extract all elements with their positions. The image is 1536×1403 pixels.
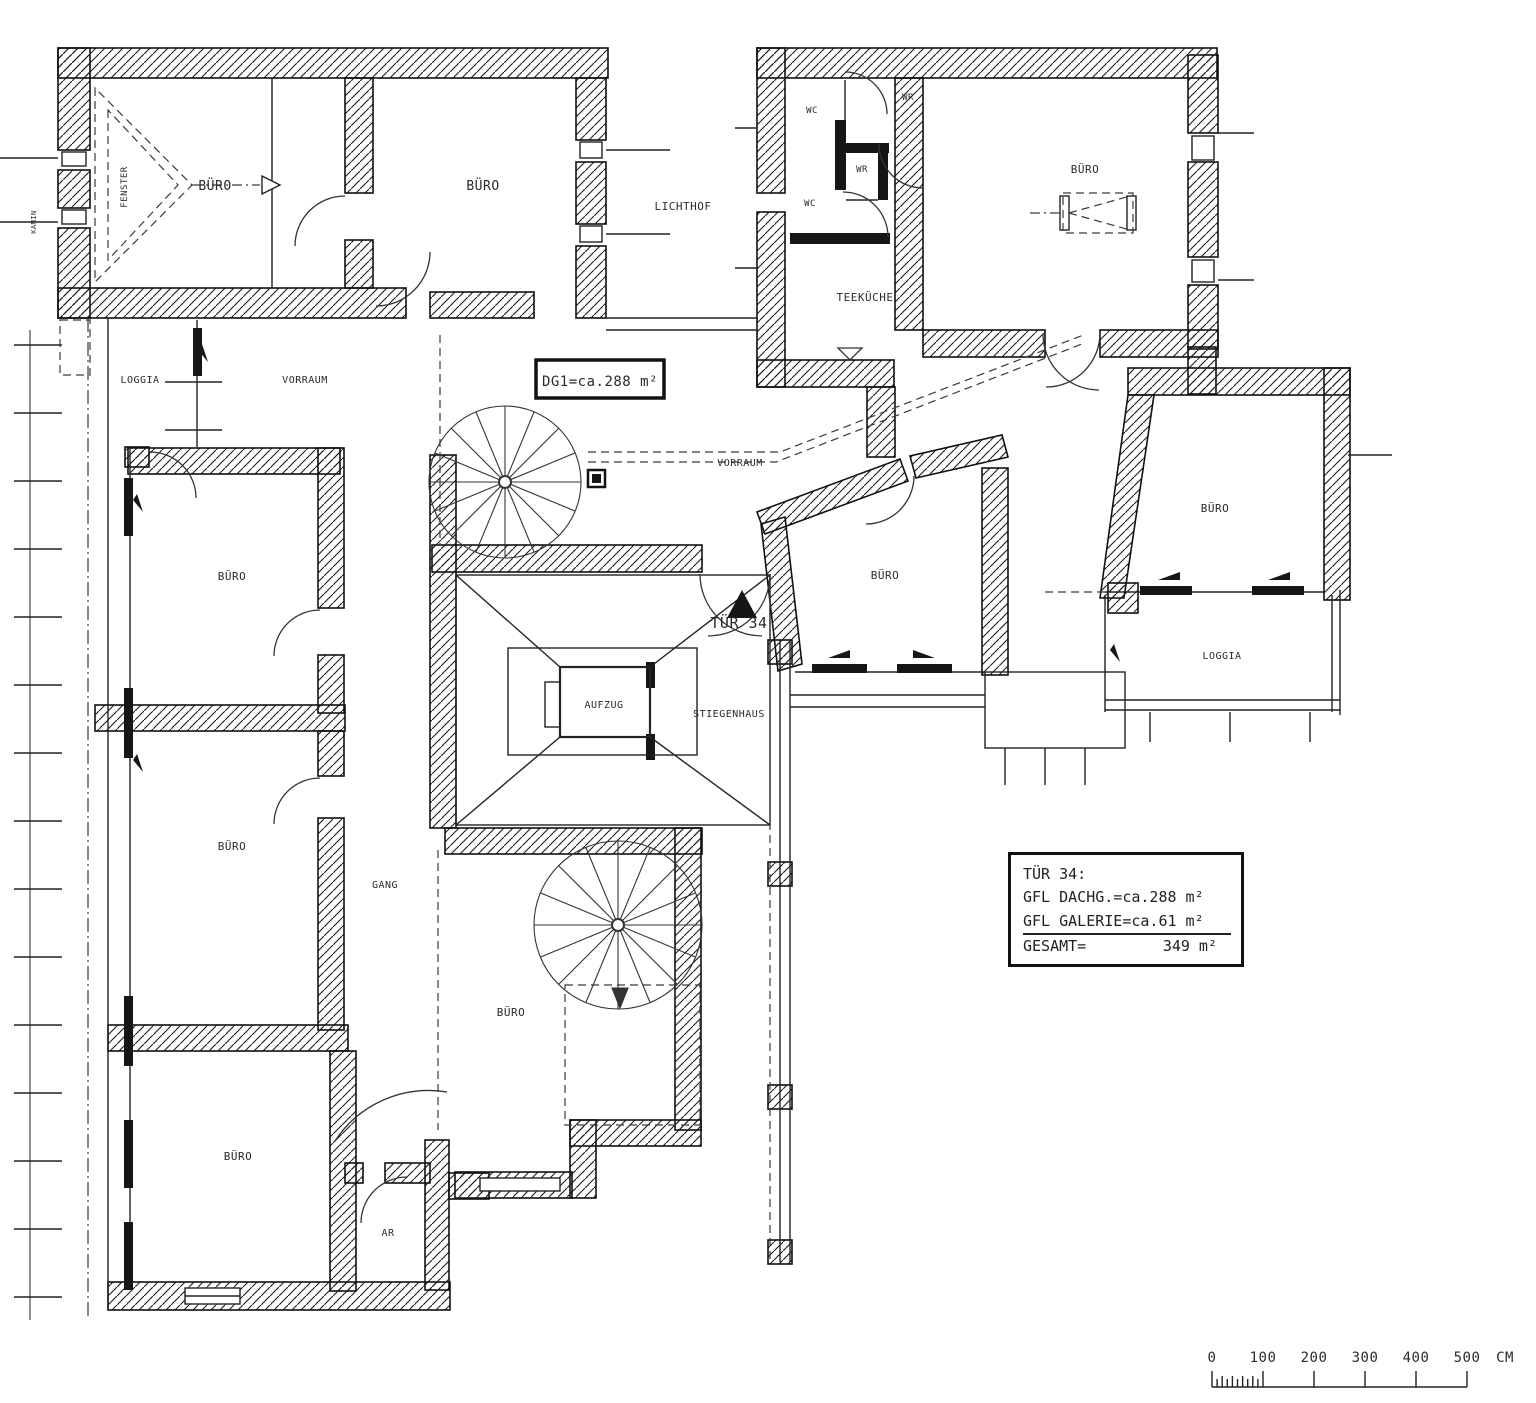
dashed-lines	[59, 86, 1134, 1320]
scale-label-100: 100	[1250, 1350, 1277, 1366]
stair-tread-line	[540, 924, 619, 958]
stair-tread-line	[504, 481, 560, 537]
stair-tread-line	[504, 452, 576, 483]
area-box-dachg: GFL DACHG.=ca.288 m²	[1023, 888, 1204, 907]
scale-label-500: 500	[1454, 1350, 1481, 1366]
stair-tread-line	[504, 481, 576, 512]
stair-direction-arrow	[611, 987, 629, 1010]
area-box-total-row: GESAMT= 349 m²	[1023, 935, 1231, 958]
hatched-walls	[57, 47, 1351, 1311]
label-dg1-annotation: DG1=ca.288 m²	[542, 374, 658, 390]
scale-unit: CM	[1496, 1350, 1514, 1366]
label-aufzug: AUFZUG	[584, 700, 623, 711]
stair-tread-line	[617, 924, 651, 1003]
stair-tread-line	[617, 865, 678, 926]
label-room-buero-2: BÜRO	[466, 177, 499, 194]
stair-newel-post	[498, 475, 512, 489]
scale-label-0: 0	[1208, 1350, 1217, 1366]
stair-tread-line	[558, 924, 619, 985]
stair-tread-line	[504, 481, 535, 553]
stair-tread-line	[617, 924, 696, 958]
stair-tread-line	[558, 865, 619, 926]
stair-tread-line	[434, 481, 506, 512]
label-room-buero-7: BÜRO	[218, 840, 247, 853]
label-tuer-34: TÜR 34	[710, 613, 767, 632]
stair-tread-line	[450, 481, 506, 537]
stair-tread-line	[585, 924, 619, 1003]
area-box-galerie: GFL GALERIE=ca.61 m²	[1023, 910, 1231, 935]
area-summary-box: TÜR 34: GFL DACHG.=ca.288 m² GFL GALERIE…	[1008, 852, 1244, 967]
label-loggia-right: LOGGIA	[1202, 651, 1241, 662]
label-room-buero-5: BÜRO	[871, 569, 900, 582]
stair-tread-line	[504, 411, 535, 483]
stair-tread-line	[434, 452, 506, 483]
label-room-buero-4: BÜRO	[1201, 502, 1230, 515]
label-room-buero-8: BÜRO	[224, 1150, 253, 1163]
stair-tread-line	[475, 481, 506, 553]
label-room-buero-3: BÜRO	[1071, 163, 1100, 176]
stair-tread-line	[617, 847, 651, 926]
spiral-stairs	[428, 405, 703, 1010]
stair-tread-line	[585, 847, 619, 926]
scale-bar: 0 100 200 300 400 500 CM	[1208, 1350, 1514, 1388]
label-stiegenhaus: STIEGENHAUS	[693, 709, 765, 720]
scale-label-400: 400	[1403, 1350, 1430, 1366]
scale-label-200: 200	[1301, 1350, 1328, 1366]
stair-newel-post	[611, 918, 625, 932]
label-room-buero-1: BÜRO	[198, 177, 231, 194]
label-kamin: KAMIN	[30, 210, 38, 234]
label-gang: GANG	[372, 880, 398, 891]
area-box-title: TÜR 34:	[1023, 865, 1087, 883]
label-room-buero-9: BÜRO	[497, 1006, 526, 1019]
label-vorraum-mid: VORRAUM	[717, 458, 763, 469]
stair-tread-line	[617, 924, 678, 985]
label-wr-2: WR	[856, 165, 868, 175]
label-wc-2: WC	[804, 199, 816, 209]
door-arcs	[149, 71, 1101, 1224]
label-fenster: FENSTER	[120, 166, 130, 208]
symbols	[124, 328, 1304, 1290]
stair-tread-line	[617, 892, 696, 926]
label-teekueche: TEEKÜCHE	[837, 291, 894, 304]
label-wc-1: WC	[806, 106, 818, 116]
area-box-total-label: GESAMT=	[1023, 936, 1087, 955]
area-box-total-value: 349 m²	[1162, 936, 1217, 955]
label-room-buero-6: BÜRO	[218, 570, 247, 583]
scale-label-300: 300	[1352, 1350, 1379, 1366]
stair-tread-line	[475, 411, 506, 483]
stair-tread-line	[540, 892, 619, 926]
room-labels: BÜRO FENSTER KAMIN BÜRO LICHTHOF WC WR WR WC TEEK…	[30, 93, 1241, 1239]
label-wr-1: WR	[902, 93, 914, 103]
label-vorraum-left: VORRAUM	[282, 375, 328, 386]
label-ar: AR	[381, 1228, 395, 1239]
stair-tread-line	[450, 427, 506, 483]
label-lichthof: LICHTHOF	[655, 200, 712, 213]
label-loggia-left: LOGGIA	[120, 375, 159, 386]
stair-tread-line	[504, 427, 560, 483]
